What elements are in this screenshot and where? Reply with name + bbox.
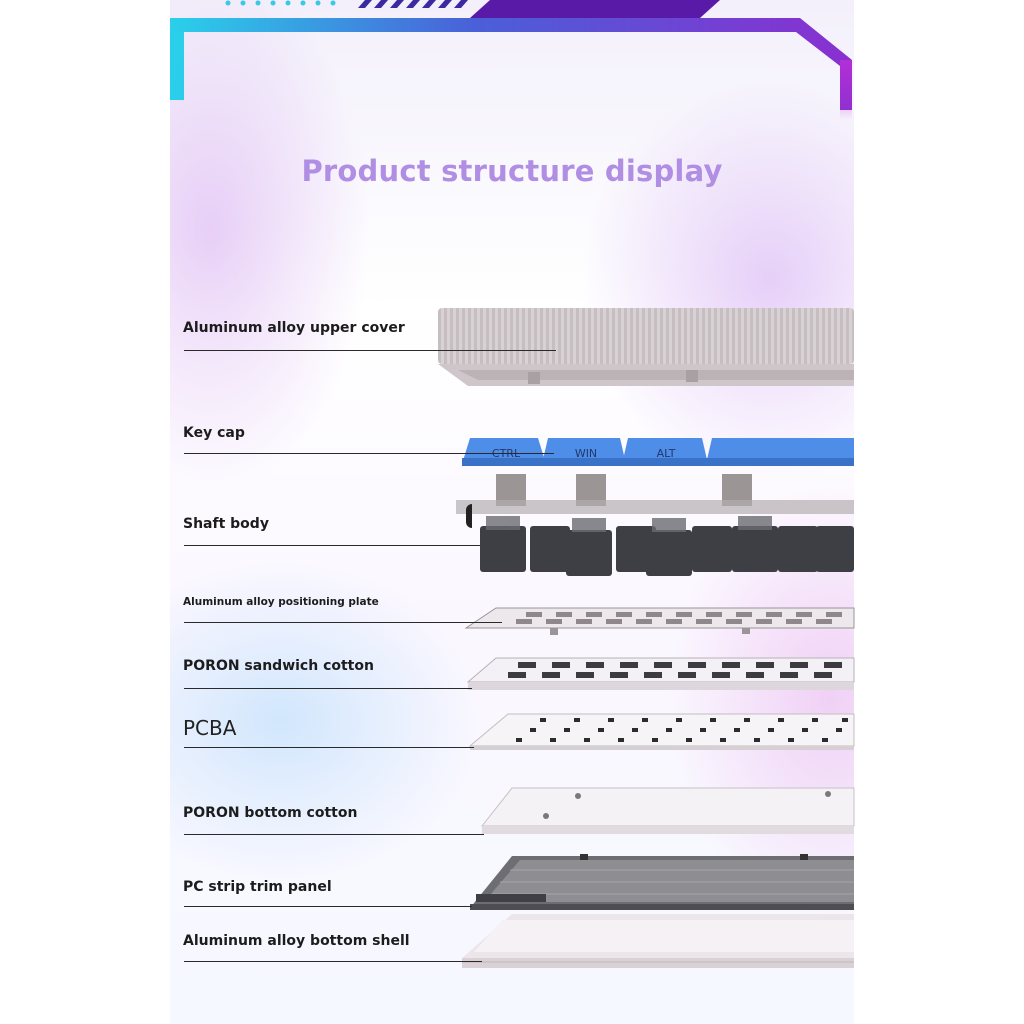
decorative-frame xyxy=(170,0,852,120)
layer-label: Shaft body xyxy=(183,516,269,532)
leader-line xyxy=(184,545,480,546)
layer-label: Aluminum alloy positioning plate xyxy=(183,596,379,608)
switch-illustration xyxy=(456,474,854,576)
leader-line xyxy=(184,961,482,962)
layer-label: Aluminum alloy bottom shell xyxy=(183,933,410,949)
upper-cover-illustration xyxy=(438,308,854,386)
page-title: Product structure display xyxy=(301,154,723,188)
bottom-cotton-illustration xyxy=(480,787,855,834)
positioning-plate-illustration xyxy=(464,607,855,635)
leader-line xyxy=(184,688,472,689)
layer-label: PORON bottom cotton xyxy=(183,805,358,821)
layer-label: PC strip trim panel xyxy=(183,879,332,895)
leader-line xyxy=(184,453,554,454)
keycap-alt-legend: ALT xyxy=(657,447,676,460)
pc-trim-panel-illustration xyxy=(470,854,854,910)
leader-line xyxy=(184,834,484,835)
keycap-illustration: CTRL WIN ALT xyxy=(462,438,854,466)
sandwich-cotton-illustration xyxy=(466,657,855,690)
layer-label: PCBA xyxy=(183,716,237,740)
bottom-shell-illustration xyxy=(462,914,854,968)
keycap-win-legend: WIN xyxy=(575,447,597,460)
layer-label: PORON sandwich cotton xyxy=(183,658,374,674)
leader-line xyxy=(184,747,474,748)
layer-label: Key cap xyxy=(183,425,245,441)
layer-label: Aluminum alloy upper cover xyxy=(183,320,405,336)
pcba-illustration xyxy=(468,713,855,750)
leader-line xyxy=(184,350,556,351)
leader-line xyxy=(184,622,502,623)
leader-line xyxy=(184,906,472,907)
